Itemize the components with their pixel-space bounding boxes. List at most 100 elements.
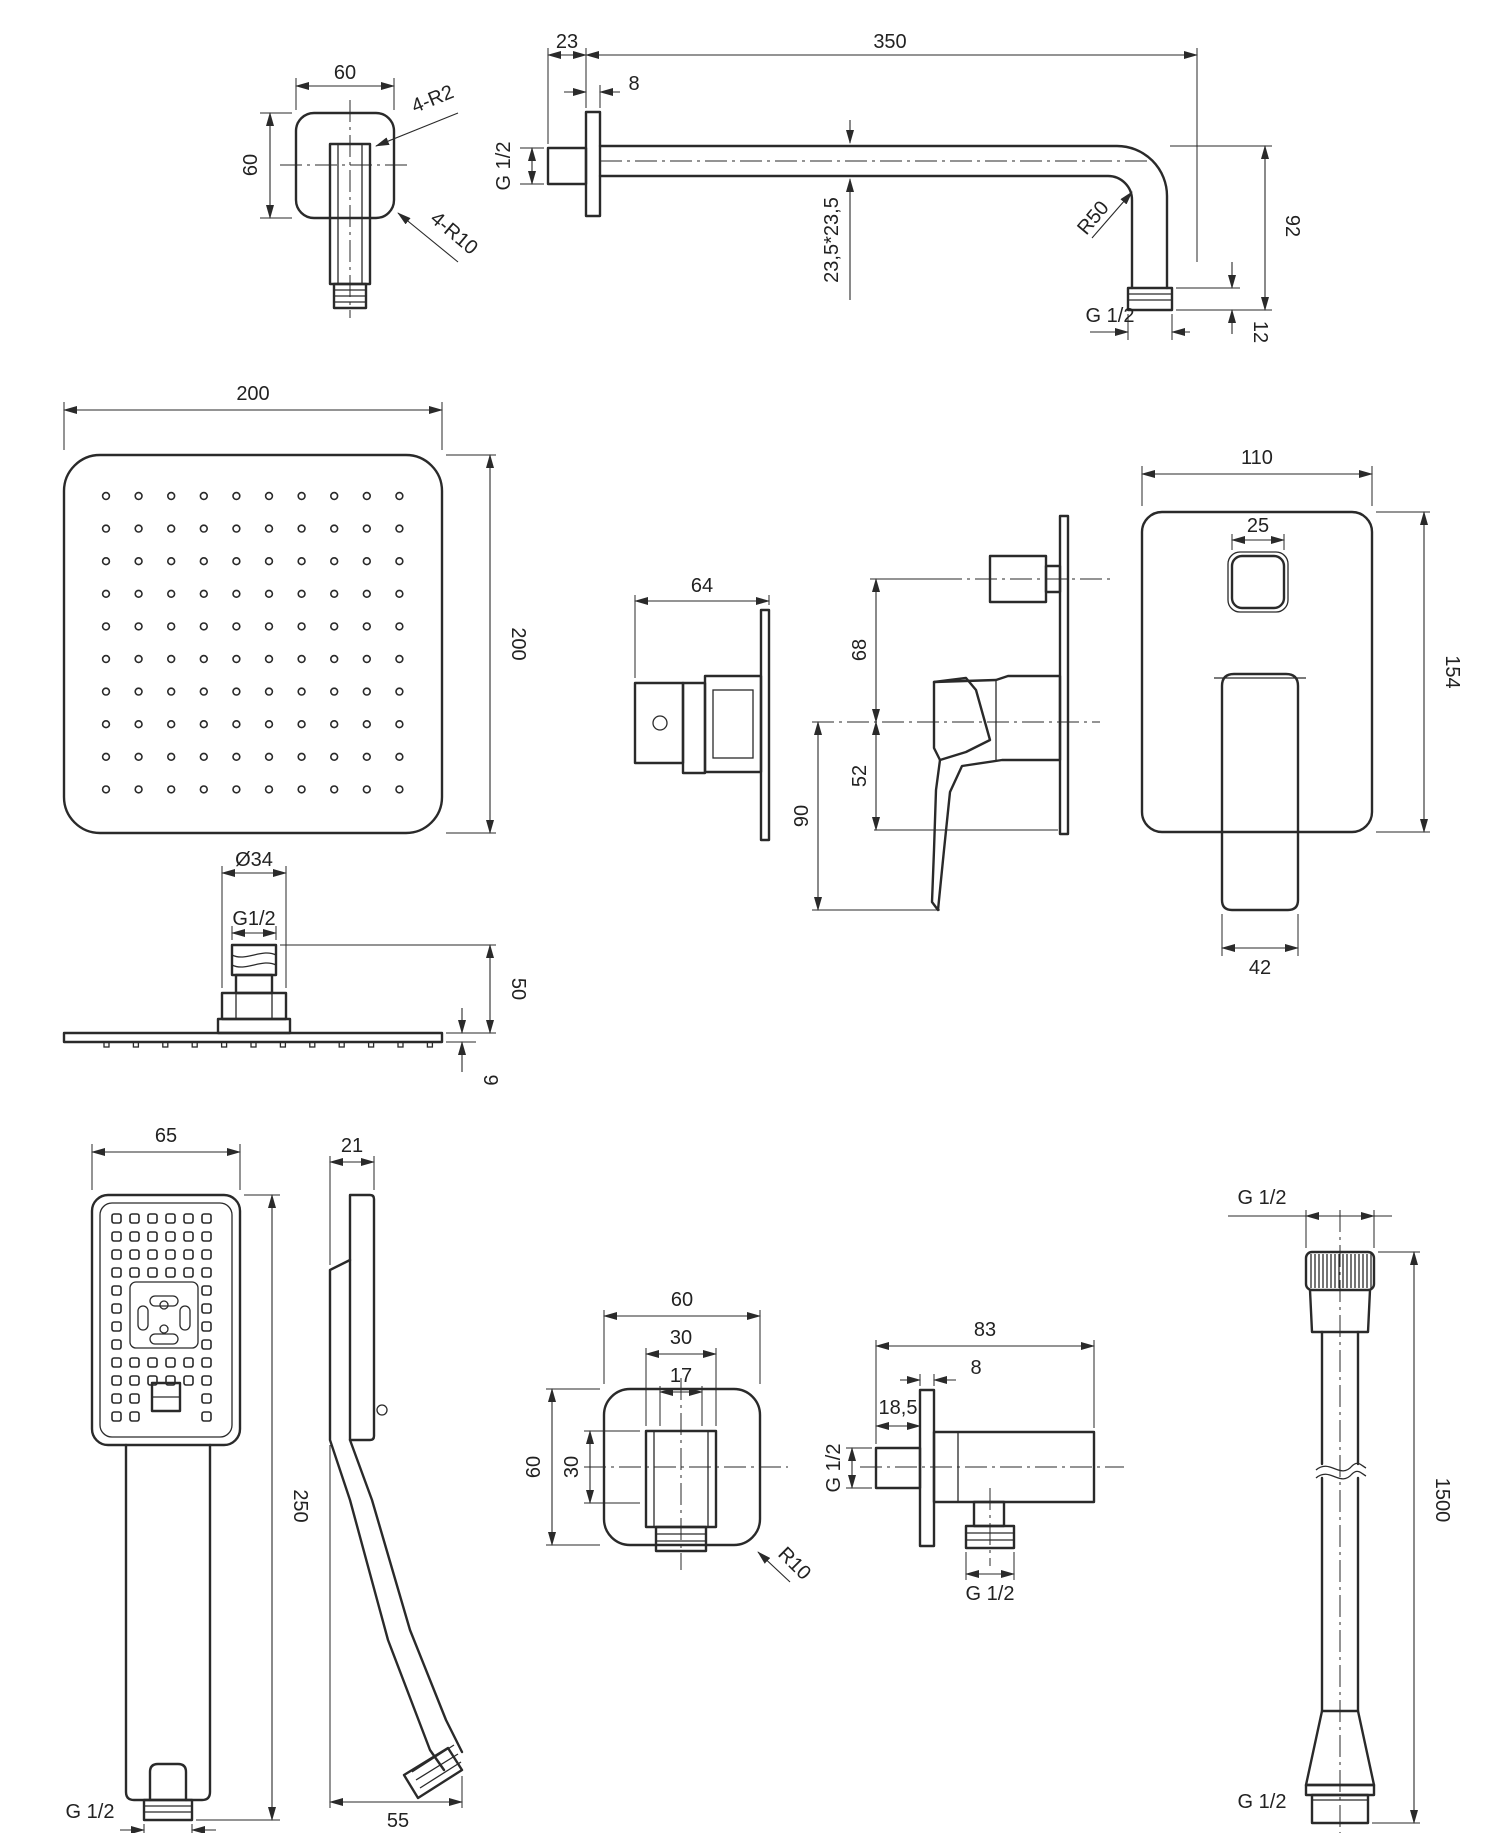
nozzle-dot xyxy=(134,622,143,631)
mixer-plate-width-label: 110 xyxy=(1241,447,1273,469)
nozzle-dot xyxy=(167,654,176,664)
rain-head-connector-diameter-label: Ø34 xyxy=(235,849,273,871)
mixer-upper-offset-label: 68 xyxy=(849,639,871,661)
hand-nozzle xyxy=(201,1411,212,1422)
shower-arm-side-view: 23 350 8 G 1/2 23,5*23,5 R50 92 12 xyxy=(493,31,1303,343)
nozzle-dot xyxy=(199,654,209,664)
nozzle-dot xyxy=(101,752,111,761)
rain-head-top-view: 200 200 xyxy=(62,383,529,835)
hand-nozzle xyxy=(183,1267,194,1278)
nozzle-dot xyxy=(167,524,176,533)
hand-nozzle xyxy=(183,1375,194,1386)
nozzle-dot xyxy=(395,654,404,664)
outlet-plate-thickness-label: 8 xyxy=(970,1357,981,1379)
nozzle-dot xyxy=(362,654,371,664)
nozzle-dot xyxy=(101,622,111,631)
nozzle-dot xyxy=(232,785,241,794)
hand-nozzle xyxy=(201,1285,212,1296)
nozzle-dot xyxy=(297,719,306,729)
hand-shower-profile-thickness-label: 21 xyxy=(341,1135,363,1157)
nozzle-dot xyxy=(330,556,339,566)
nozzle-dot xyxy=(264,654,274,664)
nozzle-dot xyxy=(101,654,111,664)
nozzle-dot xyxy=(232,687,241,696)
arm-outlet-thread-label: G 1/2 xyxy=(1086,305,1135,327)
flange-height-label: 60 xyxy=(240,154,262,176)
hand-nozzle xyxy=(111,1357,122,1368)
nozzle-dot xyxy=(362,622,371,631)
hand-nozzle xyxy=(111,1213,122,1224)
hand-nozzle xyxy=(201,1213,212,1224)
nozzle-dot xyxy=(264,491,274,501)
nozzle-dot xyxy=(395,719,404,729)
nozzle-dot xyxy=(362,589,371,598)
nozzle-dot xyxy=(330,752,339,761)
side-nozzle xyxy=(132,1041,140,1048)
hand-nozzle xyxy=(129,1267,140,1278)
side-nozzle xyxy=(397,1041,404,1048)
mixer-lever-drop-label: 90 xyxy=(791,805,813,827)
nozzle-dot xyxy=(167,491,176,501)
hand-nozzle xyxy=(129,1213,140,1224)
nozzle-dot xyxy=(101,556,111,566)
nozzle-dot xyxy=(362,752,371,761)
side-nozzle xyxy=(162,1041,169,1048)
hand-nozzle xyxy=(147,1231,158,1242)
corner-radius-small-label: 4-R2 xyxy=(409,81,457,118)
hand-nozzle xyxy=(201,1357,212,1368)
arm-inlet-thread-label: G 1/2 xyxy=(493,142,515,191)
hand-nozzle xyxy=(111,1411,122,1422)
hand-nozzle xyxy=(165,1267,176,1278)
hand-nozzle xyxy=(165,1231,176,1242)
nozzle-dot xyxy=(199,785,209,794)
hand-nozzle xyxy=(165,1213,176,1224)
nozzle-dot xyxy=(167,589,176,598)
nozzle-dot xyxy=(232,719,241,729)
nozzle-dot xyxy=(232,491,241,501)
nozzle-dot xyxy=(297,524,306,533)
nozzle-dot xyxy=(101,524,111,533)
wall-flange-front-view: 60 60 4-R2 4-R10 xyxy=(240,62,482,318)
nozzle-dot xyxy=(395,687,404,696)
side-nozzle xyxy=(103,1041,110,1048)
hose-knurl xyxy=(1310,1254,1372,1288)
nozzle-dot xyxy=(330,654,339,664)
hose-bottom-thread-label: G 1/2 xyxy=(1238,1791,1287,1813)
outlet-depth-label: 83 xyxy=(974,1319,996,1341)
arm-length-label: 350 xyxy=(873,31,906,53)
hand-nozzle xyxy=(201,1339,212,1350)
nozzle-dot xyxy=(199,491,209,501)
nozzle-dot xyxy=(134,785,143,794)
nozzle-dot xyxy=(264,589,274,598)
hand-nozzle xyxy=(129,1249,140,1260)
arm-flange-thickness-label: 8 xyxy=(628,73,639,95)
nozzle-dot xyxy=(232,556,241,566)
rain-head-thread-label: G1/2 xyxy=(232,908,275,930)
nozzle-dot xyxy=(199,589,209,598)
nozzle-dot xyxy=(101,491,111,501)
nozzle-dot xyxy=(395,491,404,501)
side-nozzle xyxy=(191,1041,198,1048)
hand-nozzle xyxy=(201,1267,212,1278)
mixer-button-width-label: 25 xyxy=(1247,515,1269,537)
hand-nozzle xyxy=(165,1249,176,1260)
hand-nozzle xyxy=(111,1231,122,1242)
nozzle-dot xyxy=(232,654,241,664)
nozzle-dot xyxy=(167,556,176,566)
nozzle-dot xyxy=(264,622,274,631)
nozzle-dot xyxy=(330,719,339,729)
nozzle-dot xyxy=(330,622,339,631)
nozzle-dot xyxy=(297,556,306,566)
mixer-plate-height-label: 154 xyxy=(1441,655,1463,688)
shower-hose: G 1/2 1500 G 1/2 xyxy=(1228,1187,1453,1833)
nozzle-dot xyxy=(232,752,241,761)
hand-nozzle xyxy=(129,1411,140,1422)
side-nozzle xyxy=(220,1041,228,1048)
hand-nozzle xyxy=(201,1393,212,1404)
nozzle-dot xyxy=(199,556,209,566)
nozzle-dot xyxy=(330,687,339,696)
flange-width-label: 60 xyxy=(334,62,356,84)
nozzle-dot xyxy=(199,687,209,696)
nozzle-dot xyxy=(362,687,371,696)
mixer-lower-offset-label: 52 xyxy=(849,765,871,787)
